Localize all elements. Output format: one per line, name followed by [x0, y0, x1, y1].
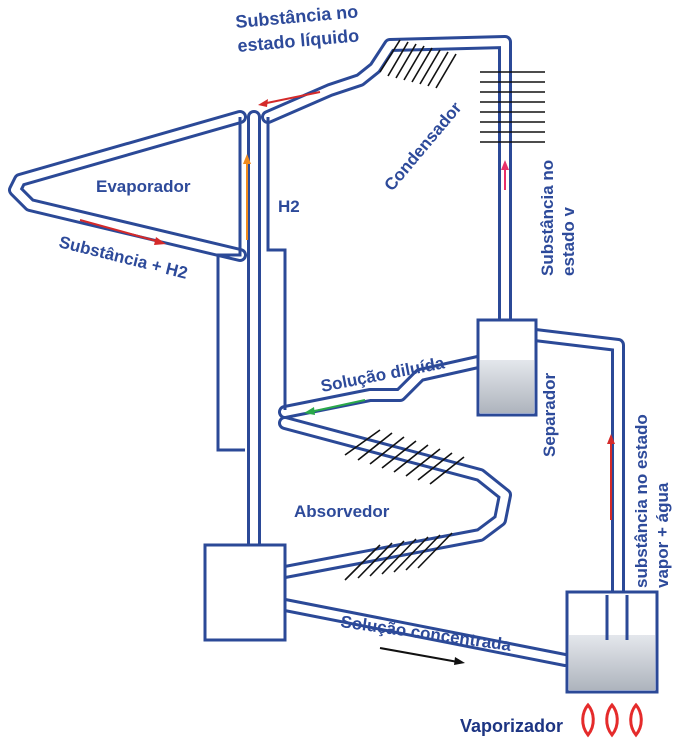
condenser-top-fins — [379, 39, 457, 89]
label-substance-vapor-water-line1: substância no estado — [632, 414, 651, 588]
arrow-vapor-water-up — [607, 434, 615, 520]
label-substance-vapor-line1: Substância no — [538, 160, 557, 276]
absorber-lower-fins — [344, 532, 453, 581]
pipes-inner — [11, 38, 622, 664]
evaporator-column — [216, 117, 245, 452]
label-concentrated-solution: Solução concentrada — [339, 612, 512, 655]
arrow-vapor-up — [501, 160, 509, 190]
flame-icon — [605, 702, 619, 738]
label-condenser: Condensador — [381, 98, 466, 194]
absorber-upper-fins — [344, 429, 465, 485]
h2-inner-wall — [266, 117, 287, 410]
label-absorber: Absorvedor — [294, 502, 390, 521]
label-substance-vapor-line2: estado v — [559, 206, 578, 276]
label-evaporator: Evaporador — [96, 177, 191, 196]
flame-icon — [629, 702, 643, 738]
arrow-diluted-solution — [304, 399, 366, 415]
arrow-substance-h2 — [79, 219, 166, 245]
arrow-liquid-flow — [258, 91, 321, 107]
condenser-side-fins — [480, 71, 545, 143]
label-separator: Separador — [540, 373, 559, 457]
separator-liquid — [480, 360, 534, 413]
vaporizer-flames — [581, 702, 643, 738]
flame-icon — [581, 702, 595, 738]
vaporizer-liquid — [569, 635, 655, 690]
label-substance-vapor-water-line2: vapor + água — [653, 482, 672, 588]
arrow-concentrated-solution — [379, 647, 465, 665]
label-h2: H2 — [278, 197, 300, 216]
arrow-h2-up — [243, 154, 251, 240]
absorber-tank — [203, 543, 287, 642]
label-vaporizer: Vaporizador — [460, 716, 563, 736]
